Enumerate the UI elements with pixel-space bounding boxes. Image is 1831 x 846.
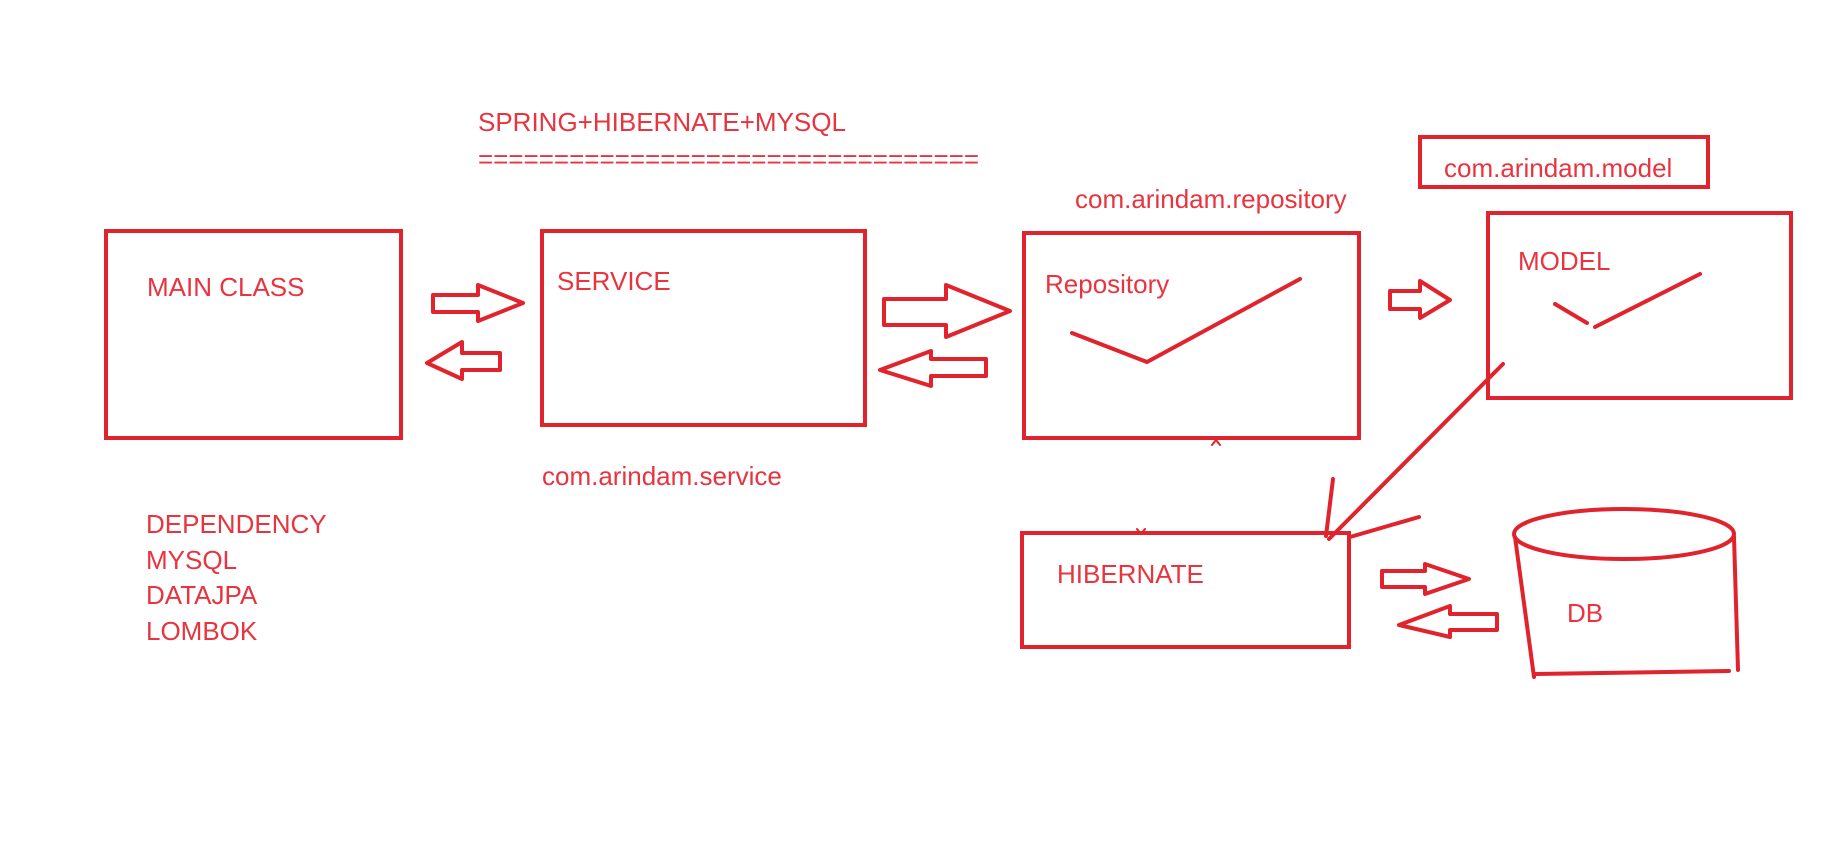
hibernate-label: HIBERNATE	[1057, 559, 1204, 589]
dependency-item: MYSQL	[146, 545, 237, 575]
connector-arrowhead-right	[1348, 515, 1421, 539]
diagram-title: SPRING+HIBERNATE+MYSQL	[478, 107, 846, 137]
checkmark-icon	[1553, 302, 1589, 325]
arrow-hibernate-to-db	[1380, 562, 1471, 596]
title-underline: =================================	[478, 144, 979, 174]
model-label: MODEL	[1518, 246, 1610, 276]
repository-label: Repository	[1045, 269, 1169, 299]
arrow-service-to-main	[425, 340, 502, 381]
main-class-label: MAIN CLASS	[147, 272, 305, 302]
service-package-label: com.arindam.service	[542, 461, 782, 491]
connector-model-to-hibernate	[1327, 362, 1505, 541]
model-node: MODEL	[1486, 211, 1793, 400]
dependency-heading: DEPENDENCY	[146, 509, 327, 539]
dependency-item: LOMBOK	[146, 616, 258, 646]
arrow-repository-to-service	[878, 349, 988, 388]
main-class-box	[104, 229, 403, 440]
arrow-repository-to-model	[1388, 279, 1452, 320]
cylinder-icon	[1512, 507, 1740, 679]
arrow-main-to-service	[431, 283, 525, 323]
connector-arrowhead-left	[1324, 477, 1335, 538]
service-box	[540, 229, 867, 427]
repository-node: Repository	[1022, 231, 1361, 440]
dependency-item: DATAJPA	[146, 580, 258, 610]
checkmark-icon	[1593, 272, 1702, 329]
repository-box	[1022, 231, 1361, 440]
model-package-label: com.arindam.model	[1444, 153, 1672, 183]
db-label: DB	[1567, 598, 1603, 628]
arrow-db-to-hibernate	[1397, 604, 1499, 639]
checkmark-icon	[1070, 277, 1302, 364]
db-node: DB	[1512, 507, 1740, 679]
connector-tick-top	[1211, 439, 1221, 446]
hibernate-node: HIBERNATE	[1020, 531, 1351, 649]
arrow-service-to-repository	[882, 283, 1012, 339]
dependency-list: DEPENDENCY MYSQL DATAJPA LOMBOK	[146, 509, 327, 646]
main-class-node: MAIN CLASS	[104, 229, 403, 440]
repository-package-label: com.arindam.repository	[1075, 184, 1347, 214]
hibernate-box	[1020, 531, 1351, 649]
model-package-box	[1418, 135, 1710, 189]
model-box	[1486, 211, 1793, 400]
service-label: SERVICE	[557, 266, 671, 296]
service-node: SERVICE	[540, 229, 867, 427]
